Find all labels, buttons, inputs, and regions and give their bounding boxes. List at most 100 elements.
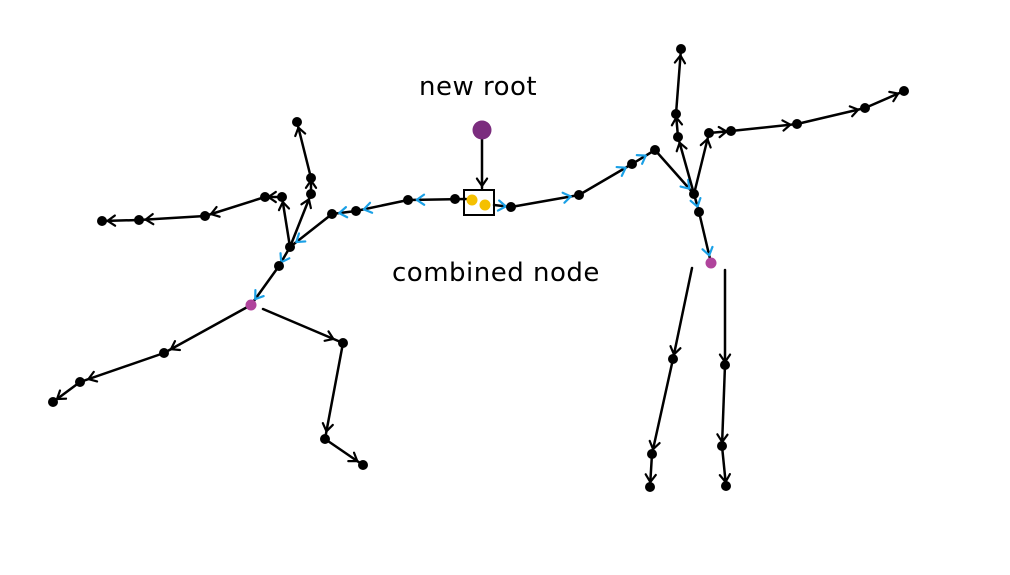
- arrowhead: [781, 119, 792, 132]
- edge-line: [720, 363, 727, 448]
- arrowhead: [321, 421, 334, 433]
- skeleton-node: [292, 117, 302, 127]
- arrowhead: [300, 198, 312, 210]
- skeleton-node: [274, 261, 284, 271]
- arrowhead: [675, 141, 688, 153]
- combined-node-part: [466, 194, 478, 206]
- skeleton-node: [48, 397, 58, 407]
- flipped-arrowhead: [362, 201, 374, 214]
- skeleton-node: [721, 481, 731, 491]
- arrowhead: [848, 105, 860, 118]
- arrowhead: [169, 340, 182, 352]
- skeleton-node: [306, 173, 316, 183]
- skeleton-node: [403, 195, 413, 205]
- flipped-arrowhead: [254, 289, 265, 301]
- flipped-arrowhead: [689, 196, 702, 208]
- arrowhead: [475, 177, 489, 188]
- edge-line: [674, 47, 683, 116]
- edge-line: [288, 192, 313, 249]
- arrowhead: [699, 138, 712, 149]
- edge-line: [577, 162, 634, 197]
- skeleton-node: [860, 103, 870, 113]
- edge-line: [137, 214, 207, 222]
- edge-line: [653, 148, 696, 196]
- edge-line: [509, 193, 581, 209]
- edge-line: [162, 303, 253, 355]
- edge-line: [280, 195, 292, 249]
- skeleton-node: [647, 449, 657, 459]
- skeleton-node: [704, 128, 714, 138]
- arrowhead: [673, 54, 687, 65]
- skeleton-node: [260, 192, 270, 202]
- edge-line: [671, 266, 694, 361]
- flipped-arrowhead: [415, 193, 426, 206]
- skeleton-node: [627, 159, 637, 169]
- skeleton-node: [673, 132, 683, 142]
- skeleton-node: [668, 354, 678, 364]
- arrowhead: [347, 451, 359, 463]
- skeleton-node: [676, 44, 686, 54]
- arrowhead: [323, 330, 335, 342]
- skeleton-node: [450, 194, 460, 204]
- skeleton-node: [694, 207, 704, 217]
- skeleton-node: [338, 338, 348, 348]
- skeleton-node: [159, 348, 169, 358]
- arrowhead: [87, 370, 99, 383]
- edge-line: [692, 131, 711, 196]
- flipped-arrowhead: [701, 245, 714, 257]
- skeleton-node: [200, 211, 210, 221]
- skeleton-node: [320, 434, 330, 444]
- skeleton-node: [726, 126, 736, 136]
- edge-line: [729, 122, 799, 133]
- skeleton-node: [285, 242, 295, 252]
- flipped-arrowhead: [679, 178, 691, 190]
- skeleton-node: [689, 189, 699, 199]
- arrowhead: [106, 214, 117, 227]
- skeleton-node: [506, 202, 516, 212]
- flipped-arrowhead: [496, 199, 507, 212]
- combined-node-part: [479, 199, 491, 211]
- combined-node-label: combined node: [392, 258, 600, 288]
- skeleton-node: [351, 206, 361, 216]
- skeleton-node: [306, 189, 316, 199]
- new-root-label: new root: [419, 72, 538, 102]
- skeleton-node: [277, 192, 287, 202]
- joint-node-left: [245, 299, 257, 311]
- arrowhead: [888, 90, 900, 103]
- arrowhead: [144, 212, 155, 226]
- edge-line: [650, 357, 675, 456]
- arrowhead: [55, 389, 68, 401]
- skeleton-node: [899, 86, 909, 96]
- skeleton-node: [671, 109, 681, 119]
- skeleton-node: [327, 209, 337, 219]
- flipped-arrowhead: [561, 191, 572, 204]
- skeleton-node: [134, 215, 144, 225]
- skeleton-node: [792, 119, 802, 129]
- skeleton-node: [75, 377, 85, 387]
- skeleton-node: [97, 216, 107, 226]
- flipped-arrowhead: [338, 206, 349, 219]
- arrowhead: [209, 205, 221, 218]
- flipped-arrowhead: [295, 232, 307, 244]
- skeleton-node: [720, 360, 730, 370]
- edge-line: [720, 444, 728, 488]
- arrowhead: [277, 200, 291, 212]
- skeleton-node: [358, 460, 368, 470]
- edge-line: [78, 351, 166, 384]
- edge-line: [795, 106, 867, 126]
- skeleton-node: [650, 145, 660, 155]
- edge-line: [676, 135, 696, 196]
- flipped-arrowhead: [615, 165, 627, 177]
- edge-line: [295, 120, 313, 180]
- edge-line: [203, 195, 267, 218]
- edge-line: [261, 307, 345, 345]
- skeleton-node: [574, 190, 584, 200]
- arrowhead: [294, 126, 307, 138]
- skeleton-node: [717, 441, 727, 451]
- skeleton-node: [645, 482, 655, 492]
- new-root-node: [472, 120, 492, 140]
- edge-line: [323, 341, 345, 441]
- joint-node-right: [705, 257, 717, 269]
